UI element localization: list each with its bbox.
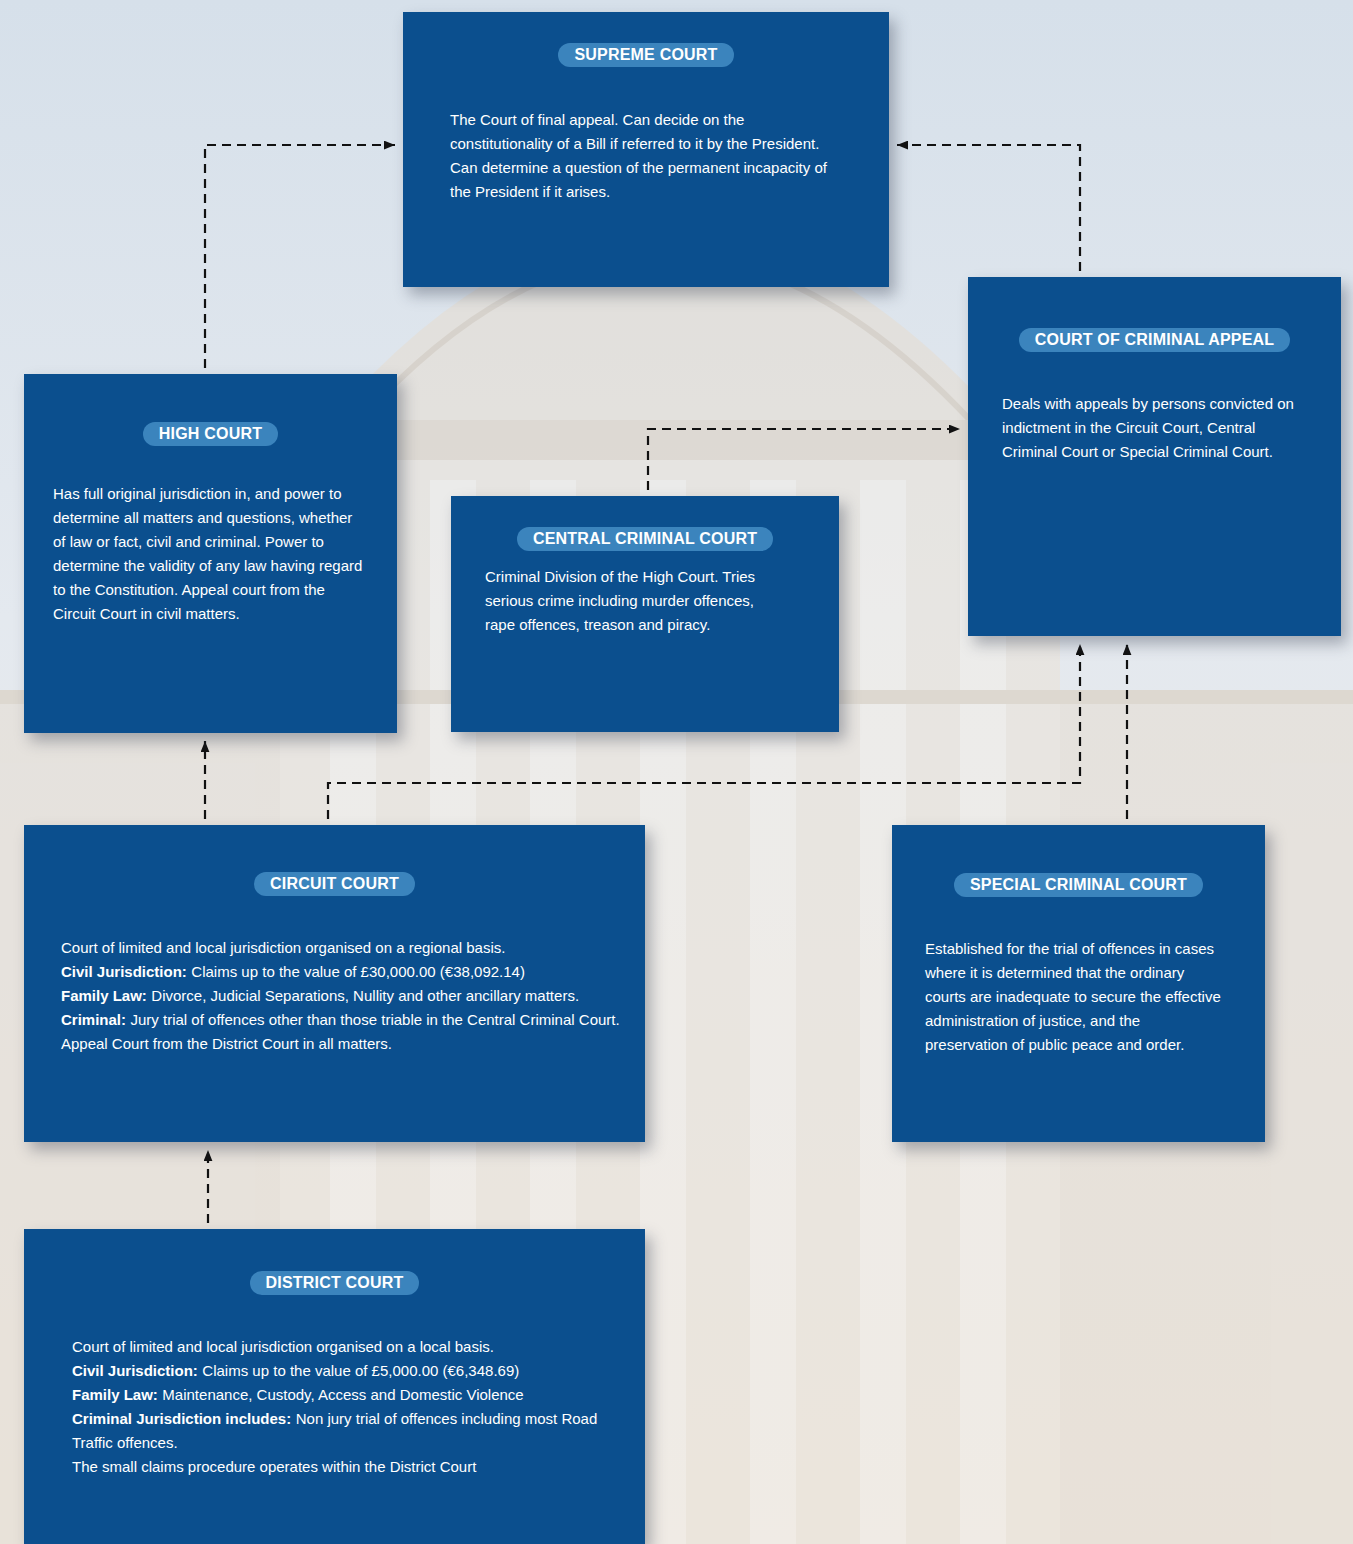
appeal-arrow — [897, 145, 1080, 271]
appeal-arrow — [1126, 644, 1128, 819]
description-text: Appeal Court from the District Court in … — [61, 1035, 392, 1052]
description-text: Has full original jurisdiction in, and p… — [53, 485, 362, 622]
heading-row: HIGH COURT — [24, 422, 397, 446]
heading-row: SPECIAL CRIMINAL COURT — [892, 873, 1265, 897]
description-line: Civil Jurisdiction:Claims up to the valu… — [72, 1359, 612, 1383]
appeal-arrow — [207, 1150, 209, 1223]
court-box: SUPREME COURT The Court of final appeal. … — [403, 12, 889, 287]
court-heading: DISTRICT COURT — [250, 1271, 420, 1295]
court-box: DISTRICT COURT Court of limited and local… — [24, 1229, 645, 1544]
court-description: Court of limited and local jurisdiction … — [72, 1335, 612, 1479]
description-line: Civil Jurisdiction:Claims up to the valu… — [61, 960, 631, 984]
appeal-arrow — [204, 741, 206, 819]
description-line: Has full original jurisdiction in, and p… — [53, 482, 363, 626]
court-description: The Court of final appeal. Can decide on… — [450, 108, 850, 204]
description-line: Court of limited and local jurisdiction … — [72, 1335, 612, 1359]
appeal-arrow — [648, 429, 960, 490]
jurisdiction-label: Civil Jurisdiction: — [72, 1362, 198, 1379]
description-line: Family Law:Maintenance, Custody, Access … — [72, 1383, 612, 1407]
description-text: Maintenance, Custody, Access and Domesti… — [162, 1386, 523, 1403]
heading-row: DISTRICT COURT — [24, 1271, 645, 1295]
description-line: Criminal Jurisdiction includes:Non jury … — [72, 1407, 612, 1455]
description-line: Established for the trial of offences in… — [925, 937, 1225, 1057]
description-text: The Court of final appeal. Can decide on… — [450, 111, 827, 200]
description-text: The small claims procedure operates with… — [72, 1458, 476, 1475]
heading-row: COURT OF CRIMINAL APPEAL — [968, 328, 1341, 352]
description-line: The small claims procedure operates with… — [72, 1455, 612, 1479]
court-heading: SUPREME COURT — [558, 43, 733, 67]
court-heading: SPECIAL CRIMINAL COURT — [954, 873, 1203, 897]
jurisdiction-label: Criminal: — [61, 1011, 126, 1028]
court-box: SPECIAL CRIMINAL COURT Established for th… — [892, 825, 1265, 1142]
jurisdiction-label: Family Law: — [72, 1386, 158, 1403]
description-text: Claims up to the value of £5,000.00 (€6,… — [202, 1362, 519, 1379]
description-text: Court of limited and local jurisdiction … — [61, 939, 505, 956]
description-line: Deals with appeals by persons convicted … — [1002, 392, 1307, 464]
courthouse-illustration — [0, 230, 1353, 1544]
description-text: Jury trial of offences other than those … — [131, 1011, 620, 1028]
heading-row: CENTRAL CRIMINAL COURT — [451, 527, 839, 551]
appeal-arrow — [205, 145, 395, 368]
court-heading: COURT OF CRIMINAL APPEAL — [1019, 328, 1290, 352]
description-text: Deals with appeals by persons convicted … — [1002, 395, 1294, 460]
court-description: Deals with appeals by persons convicted … — [1002, 392, 1307, 464]
court-description: Criminal Division of the High Court. Tri… — [485, 565, 785, 637]
court-box: HIGH COURT Has full original jurisdiction… — [24, 374, 397, 733]
description-line: Appeal Court from the District Court in … — [61, 1032, 631, 1056]
jurisdiction-label: Family Law: — [61, 987, 147, 1004]
court-description: Established for the trial of offences in… — [925, 937, 1225, 1057]
jurisdiction-label: Criminal Jurisdiction includes: — [72, 1410, 291, 1427]
description-text: Established for the trial of offences in… — [925, 940, 1221, 1053]
description-line: Criminal: Jury trial of offences other th… — [61, 1008, 631, 1032]
court-heading: CIRCUIT COURT — [254, 872, 415, 896]
description-text: Court of limited and local jurisdiction … — [72, 1338, 494, 1355]
description-line: The Court of final appeal. Can decide on… — [450, 108, 850, 204]
court-heading: CENTRAL CRIMINAL COURT — [517, 527, 773, 551]
description-line: Criminal Division of the High Court. Tri… — [485, 565, 785, 637]
court-description: Has full original jurisdiction in, and p… — [53, 482, 363, 626]
court-heading: HIGH COURT — [143, 422, 278, 446]
court-description: Court of limited and local jurisdiction … — [61, 936, 631, 1056]
court-box: CIRCUIT COURT Court of limited and local … — [24, 825, 645, 1142]
court-box: CENTRAL CRIMINAL COURT Criminal Division … — [451, 496, 839, 732]
description-text: Criminal Division of the High Court. Tri… — [485, 568, 755, 633]
court-box: COURT OF CRIMINAL APPEAL Deals with appea… — [968, 277, 1341, 636]
heading-row: CIRCUIT COURT — [24, 872, 645, 896]
jurisdiction-label: Civil Jurisdiction: — [61, 963, 187, 980]
description-line: Court of limited and local jurisdiction … — [61, 936, 631, 960]
description-text: Claims up to the value of £30,000.00 (€3… — [191, 963, 525, 980]
heading-row: SUPREME COURT — [403, 43, 889, 67]
description-line: Family Law:Divorce, Judicial Separations… — [61, 984, 631, 1008]
description-text: Divorce, Judicial Separations, Nullity a… — [151, 987, 579, 1004]
